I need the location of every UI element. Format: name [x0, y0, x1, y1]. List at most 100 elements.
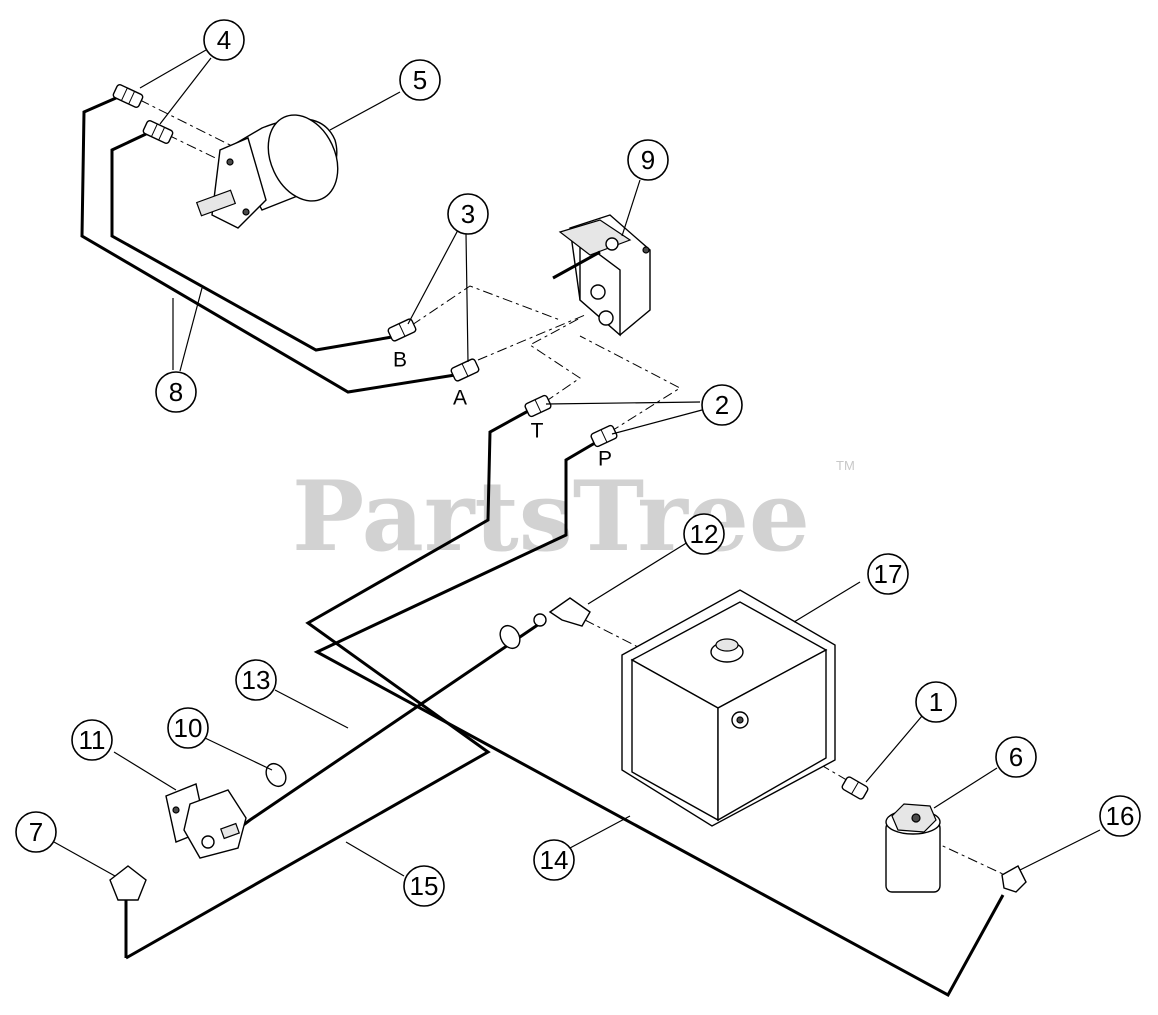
svg-text:14: 14: [540, 845, 569, 875]
alignment-line: [477, 314, 586, 361]
elbow-nut: [533, 613, 547, 627]
elbow-fitting-7: [109, 865, 147, 901]
callout-14: 14: [533, 839, 575, 881]
fitting-3-a: [450, 358, 480, 382]
alignment-line: [139, 99, 241, 151]
hose-13: [229, 618, 546, 837]
pump-bolt: [172, 806, 180, 814]
alignment-line: [929, 839, 1006, 876]
pump-port: [220, 822, 240, 840]
valve-port: [598, 310, 614, 326]
callout-7: 7: [15, 811, 57, 853]
leader-lines: [53, 49, 1101, 877]
valve-port: [590, 284, 606, 300]
hose-clamp-upper: [499, 624, 521, 650]
port-labels: B A T P: [393, 349, 612, 471]
alignment-line: [747, 721, 851, 783]
alignment-line: [529, 317, 581, 403]
alignment-line: [584, 619, 641, 649]
svg-text:17: 17: [874, 559, 903, 589]
pump-outlet: [201, 835, 215, 849]
fittings-4: [112, 84, 174, 144]
leader-17: [793, 581, 861, 623]
callout-9: 9: [627, 139, 669, 181]
motor-shaft: [195, 189, 237, 217]
leader-5: [329, 91, 401, 131]
leader-13: [274, 689, 349, 729]
port-label-b: B: [393, 349, 407, 372]
fitting-2-p: [590, 424, 618, 448]
motor-bolt: [226, 158, 234, 166]
elbow-16-body: [1001, 865, 1027, 893]
callout-11: 11: [71, 719, 113, 761]
tank-outlet-hole: [736, 716, 744, 724]
leader-2: [611, 409, 703, 435]
hydraulic-tank: [621, 589, 836, 827]
fittings-2: [524, 394, 618, 448]
port-label-p: P: [598, 448, 612, 471]
fitting-1: [841, 776, 869, 800]
watermark: PartsTree TM: [292, 458, 855, 573]
leader-4: [159, 57, 212, 125]
svg-text:11: 11: [79, 725, 106, 755]
tank-side: [717, 648, 827, 822]
leader-6: [933, 767, 998, 809]
fitting-3-b: [387, 318, 417, 342]
elbow-7-body: [109, 865, 147, 901]
valve-port: [605, 237, 619, 251]
callout-3: 3: [447, 193, 489, 235]
oil-filter: [885, 803, 941, 893]
hose-clamp-lower: [265, 762, 287, 788]
svg-text:6: 6: [1009, 742, 1023, 772]
port-label-a: A: [453, 387, 467, 410]
motor-bolt: [242, 208, 250, 216]
hose-14: [313, 438, 1005, 998]
callout-2: 2: [701, 384, 743, 426]
callout-15: 15: [403, 865, 445, 907]
fitting-4-upper: [112, 84, 144, 108]
hydraulic-pump: [165, 783, 247, 859]
svg-text:7: 7: [29, 817, 43, 847]
leader-1: [865, 715, 923, 783]
hose-clamps-10: [265, 624, 521, 788]
svg-text:3: 3: [461, 199, 475, 229]
leader-7: [53, 841, 116, 877]
svg-text:1: 1: [929, 687, 943, 717]
elbow-body: [548, 597, 591, 627]
fitting-4-lower: [142, 120, 174, 144]
callout-16: 16: [1099, 795, 1141, 837]
watermark-trademark: TM: [836, 458, 855, 473]
leader-4: [139, 49, 207, 89]
leader-9: [621, 179, 641, 237]
filter-port: [911, 813, 921, 823]
hose-8-inner: [110, 132, 393, 352]
callout-4: 4: [203, 19, 245, 61]
motor-end-cap: [267, 114, 339, 202]
elbow-fitting-12: [533, 597, 591, 627]
control-valve: [552, 214, 651, 337]
callout-13: 13: [235, 659, 277, 701]
callout-5: 5: [399, 59, 441, 101]
valve-lever: [552, 250, 601, 280]
callout-1: 1: [915, 681, 957, 723]
leader-12: [587, 541, 689, 605]
elbow-fitting-16: [1001, 865, 1027, 893]
valve-pin: [642, 246, 650, 254]
leader-2: [545, 401, 701, 405]
svg-text:9: 9: [641, 145, 655, 175]
callout-12: 12: [683, 513, 725, 555]
svg-text:8: 8: [169, 377, 183, 407]
hydraulic-motor: [195, 114, 339, 229]
alignment-line: [579, 335, 682, 433]
fitting-2-t: [524, 394, 552, 418]
leader-8: [179, 287, 203, 372]
svg-text:10: 10: [174, 713, 203, 743]
fittings-3: [387, 318, 480, 382]
leader-11: [113, 751, 177, 791]
leader-3: [465, 233, 469, 363]
callout-6: 6: [995, 736, 1037, 778]
svg-text:15: 15: [410, 871, 439, 901]
leader-15: [345, 841, 405, 877]
